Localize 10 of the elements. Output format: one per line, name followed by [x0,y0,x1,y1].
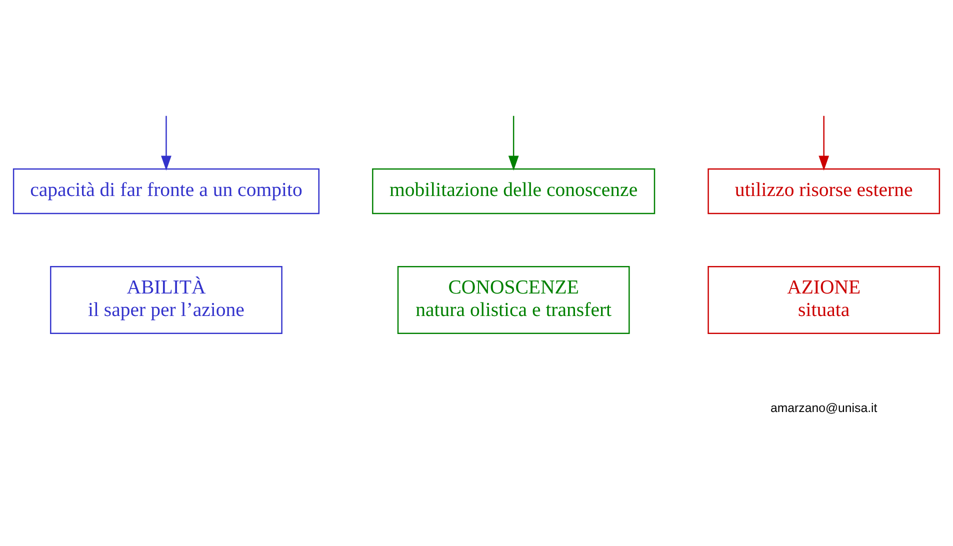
arrow [818,116,830,171]
node-box: ABILITÀ il saper per l’azione [50,266,282,334]
node-box: AZIONE situata [708,266,940,334]
node-box: capacità di far fronte a un compito [12,168,320,214]
node-box: CONOSCENZE natura olistica e transfert [397,266,630,334]
arrow [508,116,519,171]
node-box: utilizzo risorse esterne [708,168,940,214]
label: amarzano@unisa.it [770,400,878,415]
arrow [161,116,172,171]
node-box: mobilitazione delle conoscenze [372,168,656,214]
